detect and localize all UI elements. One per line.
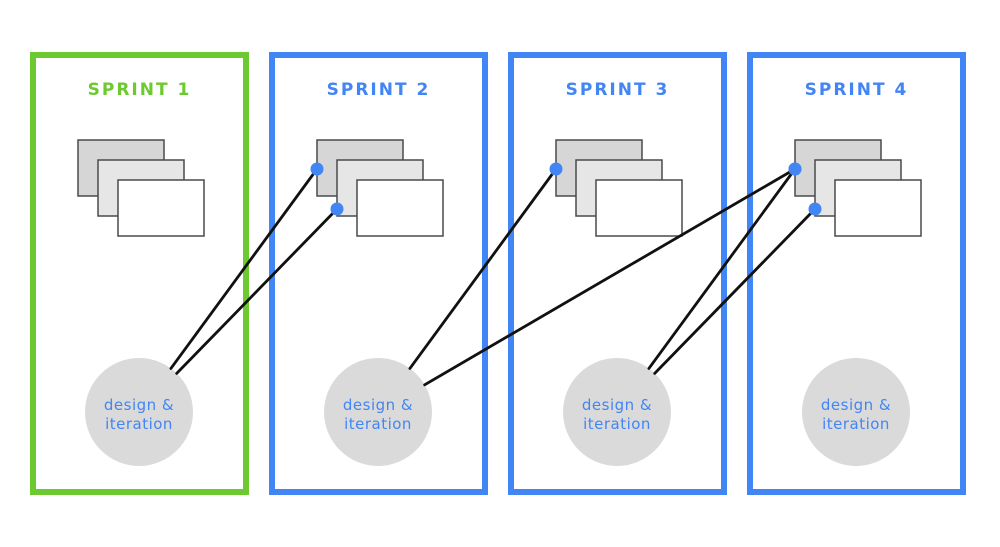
sprint-2-column: SPRINT 2 design &iteration <box>269 52 488 495</box>
connector-dots <box>310 162 822 216</box>
sprint-4-card-front <box>834 179 922 237</box>
sprint-2-node-label-line2: iteration <box>344 415 412 433</box>
sprint-1-column: SPRINT 1 design &iteration <box>30 52 249 495</box>
sprint-3-node-label-line2: iteration <box>583 415 651 433</box>
sprint-1-node-label-line1: design & <box>104 396 174 414</box>
sprint-1-node-label-line2: iteration <box>105 415 173 433</box>
sprint-4-node-label-line2: iteration <box>822 415 890 433</box>
connector-dot-sprint-4-front-5 <box>808 202 822 216</box>
sprint-3-title: SPRINT 3 <box>566 80 670 100</box>
connector-sprint-2-to-sprint-4-back <box>423 167 797 387</box>
sprint-4-column: SPRINT 4 design &iteration <box>747 52 966 495</box>
sprint-2-design-circle <box>324 358 432 466</box>
connector-sprint-1-to-sprint-2-front <box>175 207 339 375</box>
sprint-1-design-node: design &iteration <box>85 358 193 466</box>
sprint-2-card-stack <box>316 139 444 237</box>
sprint-3-card-front <box>595 179 683 237</box>
sprint-3-design-node: design &iteration <box>563 358 671 466</box>
sprint-2-title: SPRINT 2 <box>327 80 431 100</box>
sprint-1-design-circle <box>85 358 193 466</box>
connector-sprint-3-to-sprint-4-front <box>653 207 817 375</box>
connector-dot-sprint-2-front-1 <box>330 202 344 216</box>
connector-dot-sprint-3-back-2 <box>549 162 563 176</box>
sprint-4-design-node: design &iteration <box>802 358 910 466</box>
sprint-1-card-front <box>117 179 205 237</box>
connector-dot-sprint-2-back-0 <box>310 162 324 176</box>
sprint-4-node-label-line1: design & <box>821 396 891 414</box>
sprint-2-design-node: design &iteration <box>324 358 432 466</box>
sprint-3-design-circle <box>563 358 671 466</box>
connector-sprint-3-to-sprint-4-back <box>647 167 797 370</box>
sprint-1-title: SPRINT 1 <box>88 80 192 100</box>
sprint-4-design-circle <box>802 358 910 466</box>
connector-sprint-1-to-sprint-2-back <box>169 167 319 370</box>
sprint-3-card-stack <box>555 139 683 237</box>
sprint-4-title: SPRINT 4 <box>805 80 909 100</box>
sprint-4-card-stack <box>794 139 922 237</box>
sprint-2-node-label-line1: design & <box>343 396 413 414</box>
sprint-1-card-stack <box>77 139 205 237</box>
sprint-2-card-front <box>356 179 444 237</box>
connector-sprint-2-to-sprint-3-back <box>408 167 558 370</box>
sprint-3-node-label-line1: design & <box>582 396 652 414</box>
connector-dot-sprint-4-back-4 <box>788 162 802 176</box>
connector-lines <box>169 167 817 387</box>
